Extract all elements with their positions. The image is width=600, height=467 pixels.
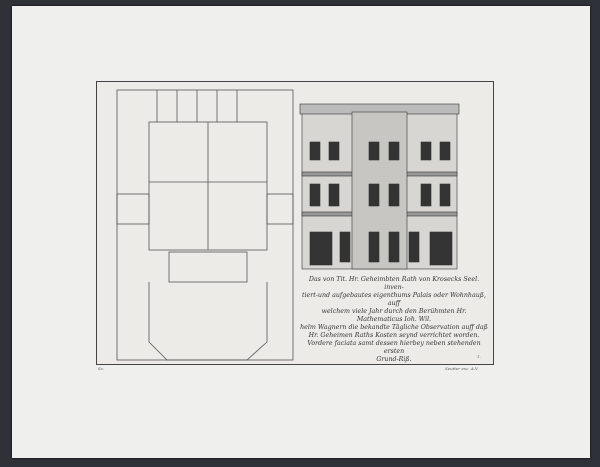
caption-line: Grund-Riß.: [376, 356, 412, 363]
caption-line: Vordere faciata samt dessen hierbey nebe…: [307, 340, 481, 355]
caption: Das von Tit. Hr. Geheimbten Rath von Kro…: [299, 276, 489, 364]
caption-line: welchem viele Jahr durch den Berühmten H…: [321, 308, 467, 323]
caption-line: tiert-und aufgebautes eigenthums Palais …: [301, 292, 486, 307]
floor-plan: [116, 89, 294, 361]
caption-line: helm Wagnern die bekandte Tägliche Obser…: [300, 324, 488, 331]
caption-line: Hr. Geheimen Raths Kosten seynd verricht…: [308, 332, 480, 339]
plate-number: 1.: [477, 354, 481, 359]
engraver-signature: Sc.: [98, 366, 105, 371]
floor-plan-and-facade: [116, 89, 460, 361]
publisher-signature: Seutter exc. A.V.: [445, 366, 479, 371]
caption-line: Das von Tit. Hr. Geheimbten Rath von Kro…: [308, 276, 480, 291]
facade: [299, 103, 460, 270]
engraved-plate: Das von Tit. Hr. Geheimbten Rath von Kro…: [96, 81, 494, 365]
